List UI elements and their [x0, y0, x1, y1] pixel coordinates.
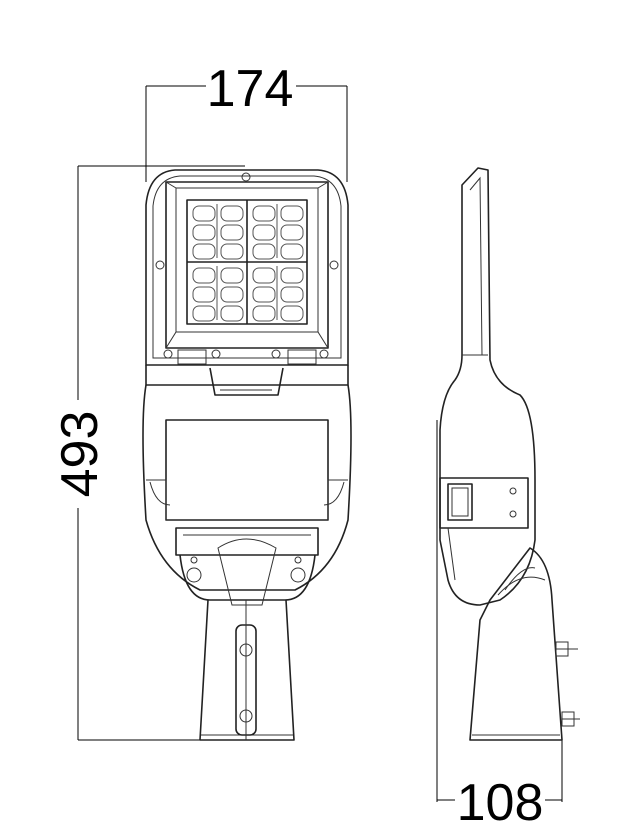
led-lens	[280, 205, 304, 222]
led-lens	[280, 243, 304, 260]
width-value: 174	[207, 60, 294, 118]
led-lens	[192, 267, 216, 284]
led-lens	[280, 224, 304, 241]
depth-dimension: 108	[436, 420, 563, 832]
led-lens	[220, 286, 244, 303]
height-dimension: 493	[51, 165, 245, 741]
width-dimension: 174	[145, 60, 348, 182]
led-lens	[252, 267, 276, 284]
led-lens	[252, 205, 276, 222]
led-lens	[220, 305, 244, 322]
front-view	[142, 169, 352, 741]
led-lens	[280, 305, 304, 322]
led-lens	[252, 305, 276, 322]
led-lens	[280, 286, 304, 303]
led-lens	[192, 305, 216, 322]
led-lens	[280, 267, 304, 284]
depth-value: 108	[457, 774, 544, 832]
led-lens	[220, 267, 244, 284]
led-lens	[192, 286, 216, 303]
side-view	[439, 167, 580, 741]
led-array	[192, 204, 304, 322]
height-value: 493	[51, 411, 109, 498]
led-lens	[192, 205, 216, 222]
led-lens	[192, 224, 216, 241]
led-lens	[220, 205, 244, 222]
led-lens	[220, 224, 244, 241]
led-lens	[252, 243, 276, 260]
led-lens	[192, 243, 216, 260]
led-lens	[252, 286, 276, 303]
led-lens	[252, 224, 276, 241]
led-lens	[220, 243, 244, 260]
